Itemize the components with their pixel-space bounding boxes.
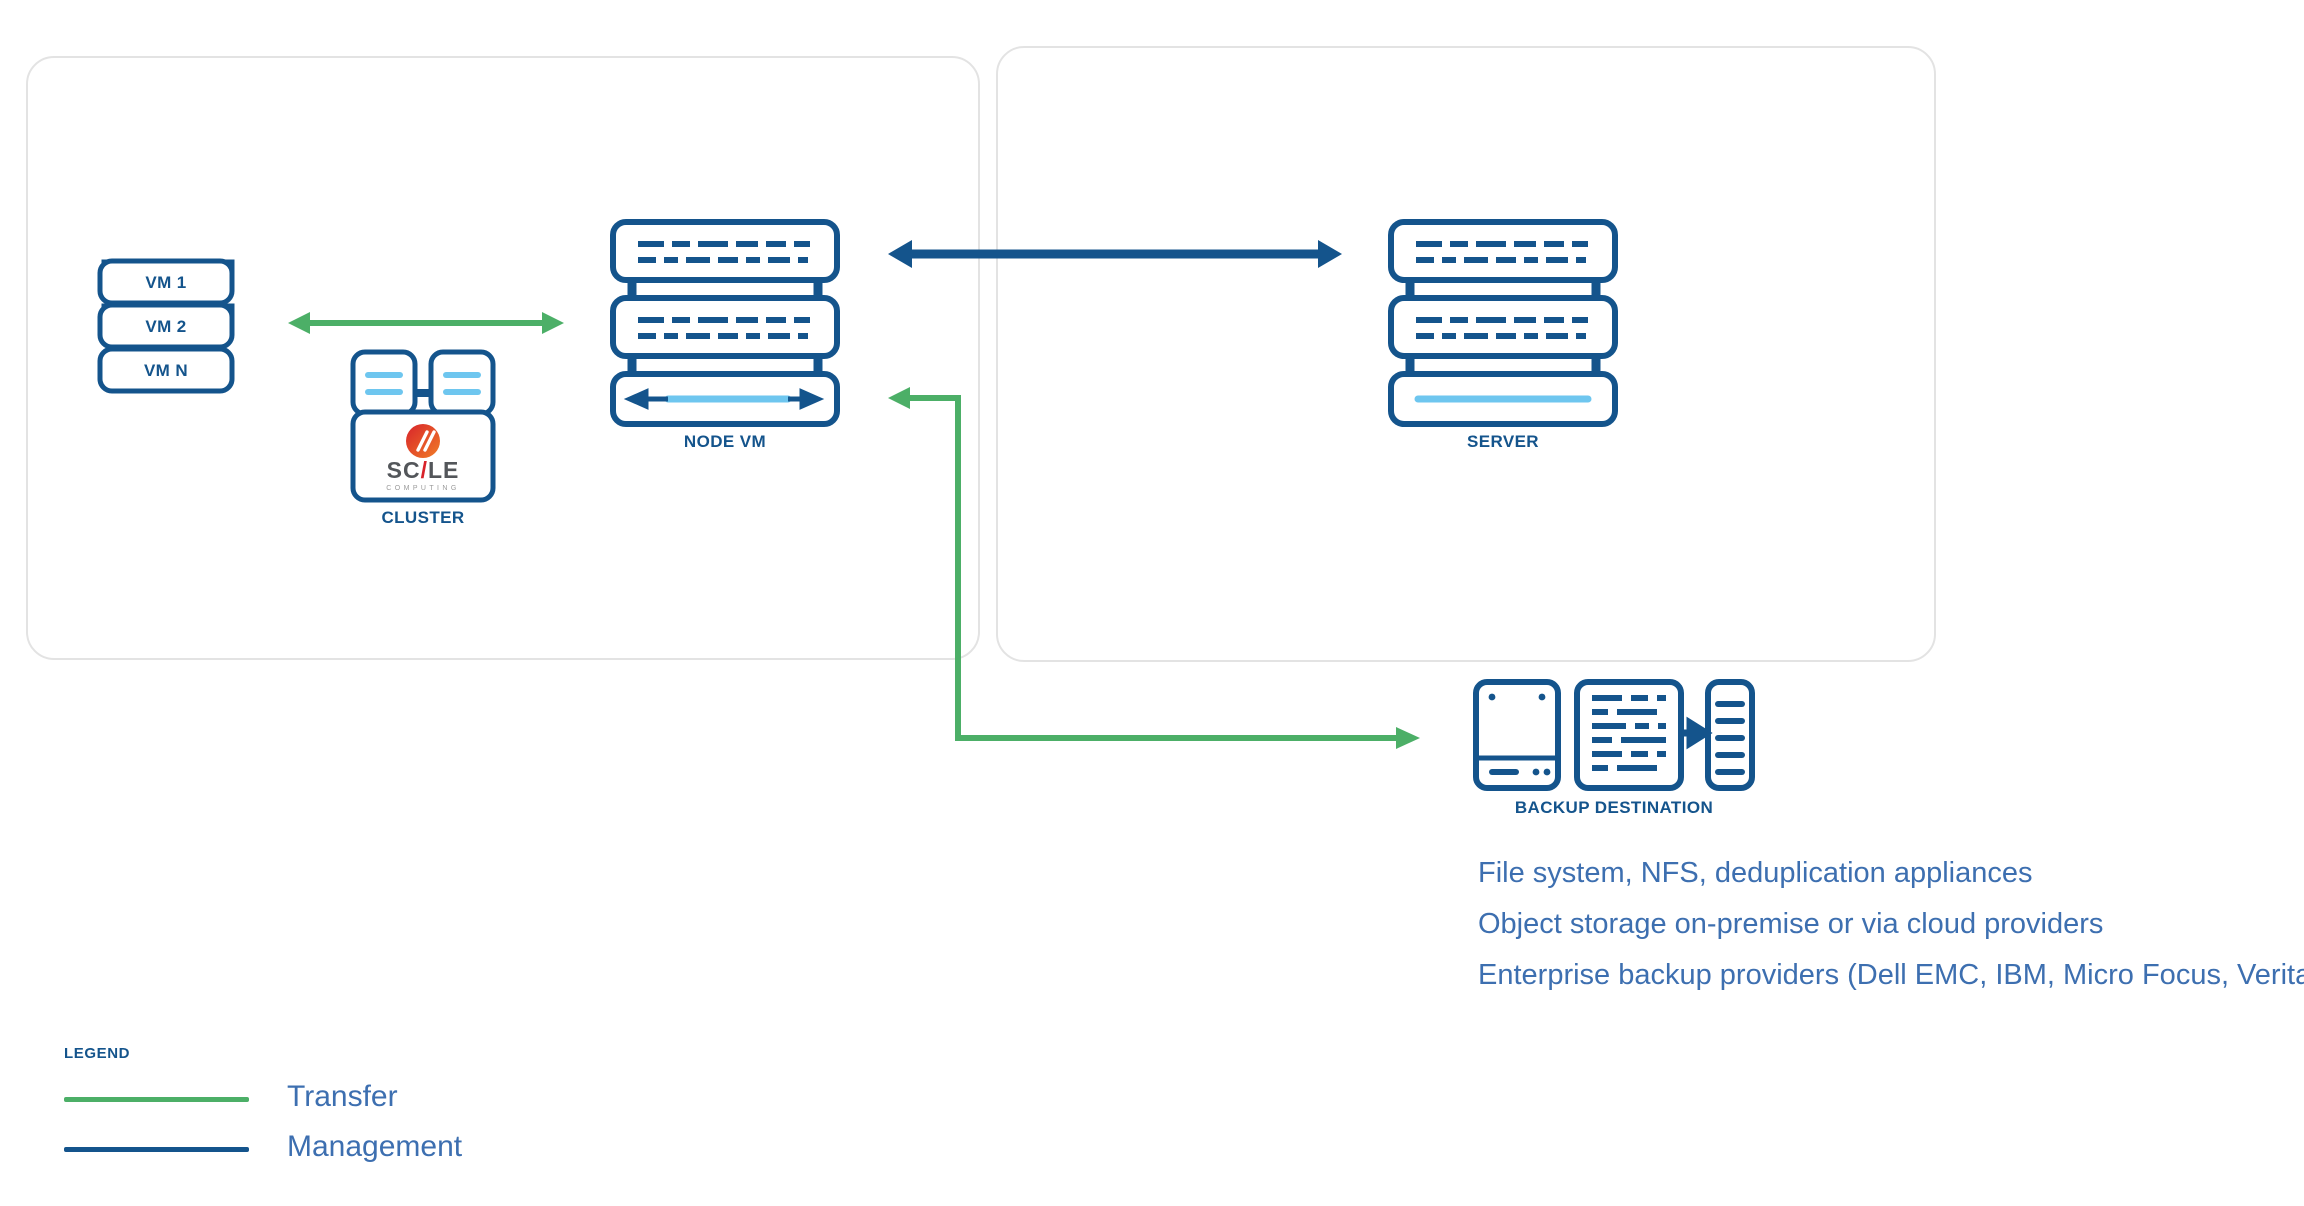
description-line-2: Object storage on-premise or via cloud p…: [1478, 908, 2104, 940]
svg-text:SC/LE: SC/LE: [387, 457, 460, 483]
vm-label-1: VM 1: [145, 273, 187, 292]
vm-label-3: VM N: [143, 361, 189, 380]
svg-text:COMPUTING: COMPUTING: [386, 485, 459, 492]
node-vm-label: NODE VM: [683, 432, 767, 451]
arrow-backup-to-nodevm: [888, 387, 961, 738]
legend-label-management: Management: [287, 1130, 463, 1163]
legend-swatch-transfer: [64, 1097, 249, 1102]
backup-destination-label: BACKUP DESTINATION: [1514, 798, 1714, 817]
legend-label-transfer: Transfer: [287, 1080, 398, 1113]
legend-title: LEGEND: [64, 1045, 131, 1062]
server-label: SERVER: [1466, 432, 1539, 451]
arrow-nodevm-to-server: [888, 240, 1342, 268]
cluster-label: CLUSTER: [381, 508, 465, 527]
description-line-1: File system, NFS, deduplication applianc…: [1478, 857, 2033, 889]
arrow-vm-to-cluster: [288, 312, 564, 334]
vm-label-2: VM 2: [145, 317, 187, 336]
legend-swatch-management: [64, 1147, 249, 1152]
description-line-3: Enterprise backup providers (Dell EMC, I…: [1478, 959, 2304, 991]
arrow-nodevm-to-backup: [955, 727, 1420, 749]
